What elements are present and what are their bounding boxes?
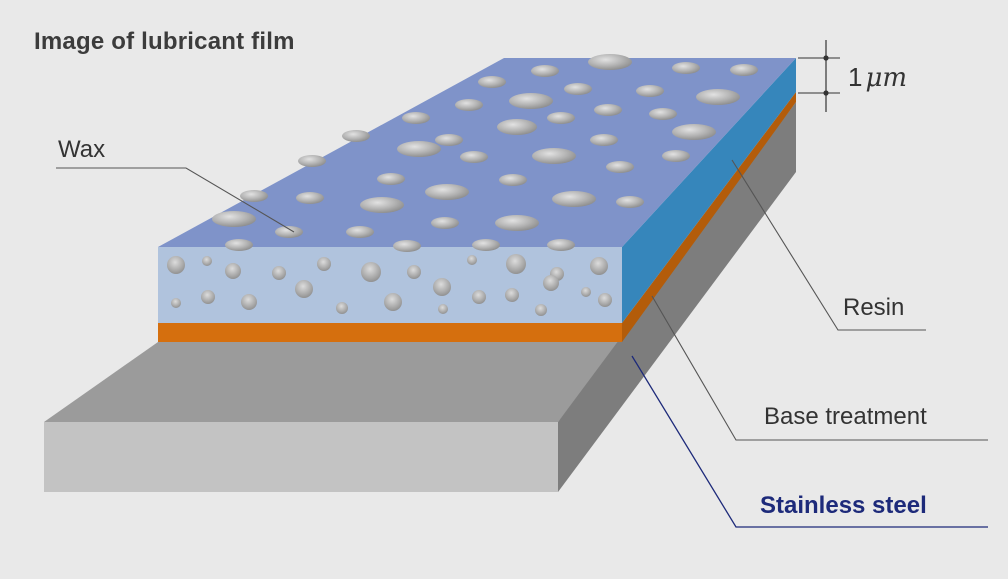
wax-particle (377, 173, 405, 185)
wax-particle (361, 262, 381, 282)
wax-particle (360, 197, 404, 213)
wax-particle (472, 290, 486, 304)
wax-particle (212, 211, 256, 227)
wax-particle (342, 130, 370, 142)
wax-particle (495, 215, 539, 231)
base-treatment-label: Base treatment (764, 403, 927, 430)
wax-particle (171, 298, 181, 308)
steel-side-face (558, 102, 796, 492)
wax-leader-line (56, 167, 295, 233)
wax-particle (202, 256, 212, 266)
wax-particle (616, 196, 644, 208)
wax-particle (317, 257, 331, 271)
wax-particle (598, 293, 612, 307)
wax-particle (225, 263, 241, 279)
wax-particle (275, 226, 303, 238)
wax-particle (543, 275, 559, 291)
wax-particle (241, 294, 257, 310)
wax-particle (662, 150, 690, 162)
wax-particles-embedded (167, 254, 612, 316)
wax-particle (636, 85, 664, 97)
wax-particle (346, 226, 374, 238)
wax-particles-top (212, 54, 758, 252)
wax-particle (467, 255, 477, 265)
wax-particle (295, 280, 313, 298)
thickness-value: 1 (848, 62, 863, 92)
wax-particle (672, 124, 716, 140)
wax-particle (384, 293, 402, 311)
diagram-title: Image of lubricant film (34, 28, 295, 55)
wax-particle (590, 134, 618, 146)
wax-particle (425, 184, 469, 200)
wax-particle (532, 148, 576, 164)
stainless-steel-label: Stainless steel (760, 492, 927, 519)
wax-particle (438, 304, 448, 314)
wax-particle (499, 174, 527, 186)
wax-particle (730, 64, 758, 76)
wax-particle (478, 76, 506, 88)
wax-particle (225, 239, 253, 251)
wax-particle (506, 254, 526, 274)
wax-particle (460, 151, 488, 163)
base-side-face (622, 92, 796, 342)
steel-top-face (44, 342, 622, 422)
wax-particle (407, 265, 421, 279)
wax-particle (296, 192, 324, 204)
wax-label: Wax (58, 136, 106, 163)
wax-particle (547, 112, 575, 124)
wax-particle (167, 256, 185, 274)
wax-particle (201, 290, 215, 304)
thickness-dot-bottom (823, 90, 829, 96)
wax-particle (497, 119, 537, 135)
wax-particle (531, 65, 559, 77)
stainless-steel-layer (44, 102, 796, 492)
thickness-unit: μm (865, 63, 908, 93)
wax-particle (509, 93, 553, 109)
wax-particle (696, 89, 740, 105)
resin-leader-line (731, 159, 926, 331)
wax-particle (564, 83, 592, 95)
wax-particle (672, 62, 700, 74)
wax-particle (472, 239, 500, 251)
wax-particle (552, 191, 596, 207)
wax-particle (435, 134, 463, 146)
wax-particle (505, 288, 519, 302)
thickness-dimension (798, 40, 840, 112)
wax-particle (588, 54, 632, 70)
wax-particle (590, 257, 608, 275)
resin-side-face (622, 58, 796, 323)
wax-particle (402, 112, 430, 124)
thickness-dot-top (823, 55, 829, 61)
resin-label: Resin (843, 294, 905, 321)
wax-particle (336, 302, 348, 314)
base-front-face (158, 323, 622, 342)
base-treatment-layer (158, 92, 796, 342)
wax-particle (547, 239, 575, 251)
wax-particle (431, 217, 459, 229)
wax-particle (397, 141, 441, 157)
wax-particle (393, 240, 421, 252)
wax-particle (240, 190, 268, 202)
steel-front-face (44, 422, 558, 492)
wax-particle (455, 99, 483, 111)
wax-particle (433, 278, 451, 296)
wax-particle (649, 108, 677, 120)
wax-particle (606, 161, 634, 173)
wax-particle (272, 266, 286, 280)
wax-particle (298, 155, 326, 167)
wax-particle (581, 287, 591, 297)
base-treatment-leader-line (651, 295, 988, 441)
resin-front-face (158, 247, 622, 323)
wax-particle (594, 104, 622, 116)
stainless-steel-leader-line (631, 355, 988, 528)
wax-particle (535, 304, 547, 316)
